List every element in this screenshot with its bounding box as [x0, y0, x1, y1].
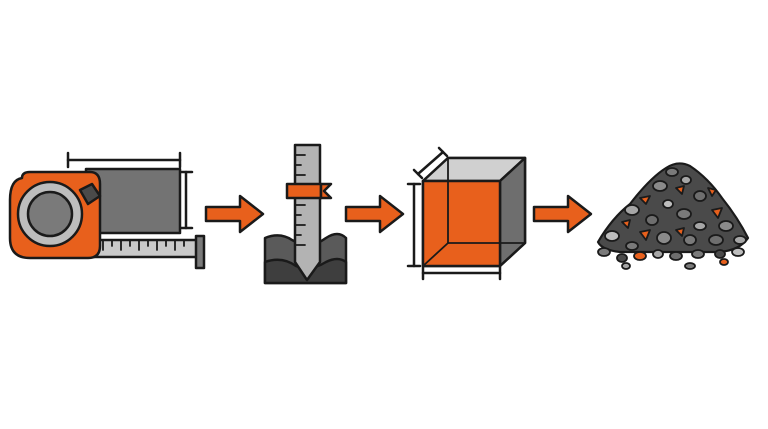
arrow-right-icon	[344, 194, 405, 234]
depth-gauge-icon	[263, 143, 348, 285]
arrow-right-icon	[532, 194, 593, 234]
arrow-right-icon	[204, 194, 265, 234]
volume-cube-icon	[406, 146, 527, 281]
tape-measure-icon	[8, 151, 206, 270]
gravel-pile-icon	[596, 162, 750, 270]
